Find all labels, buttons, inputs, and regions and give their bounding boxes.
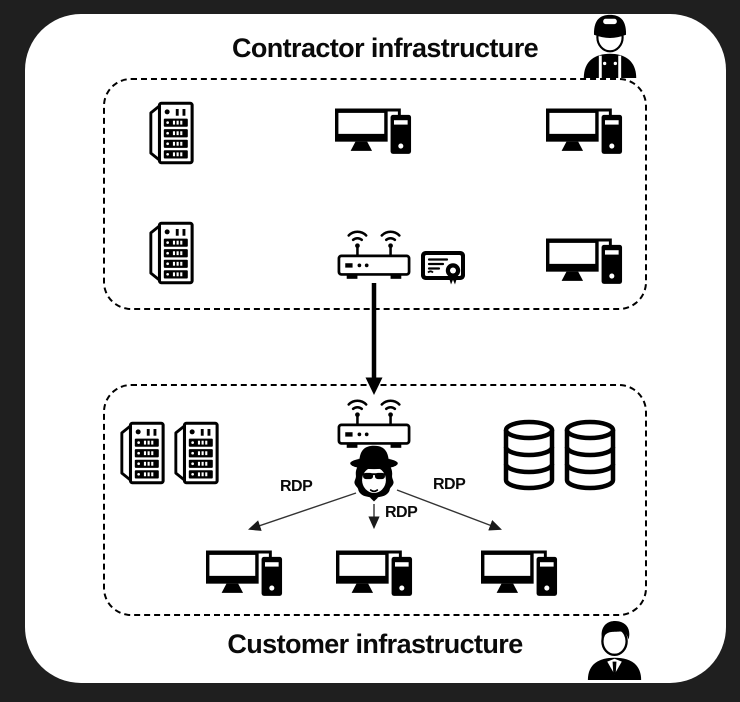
customer-businessman-icon	[584, 616, 646, 682]
workstation-icon	[546, 233, 624, 284]
wifi-router-icon	[336, 224, 412, 282]
server-rack-icon	[172, 420, 220, 486]
workstation-icon	[546, 103, 624, 154]
database-icon	[502, 419, 556, 491]
workstation-icon	[481, 545, 559, 596]
workstation-icon	[335, 103, 413, 154]
certificate-icon	[420, 250, 468, 285]
rdp-label: RDP	[280, 478, 313, 495]
contractor-zone-title: Contractor infrastructure	[231, 33, 539, 63]
rdp-label: RDP	[433, 476, 466, 493]
hacker-icon	[346, 441, 402, 502]
database-icon	[563, 419, 617, 491]
server-rack-icon	[147, 100, 195, 166]
server-rack-icon	[118, 420, 166, 486]
server-rack-icon	[147, 220, 195, 286]
workstation-icon	[206, 545, 284, 596]
workstation-icon	[336, 545, 414, 596]
contractor-worker-icon	[578, 12, 642, 78]
rdp-label: RDP	[385, 504, 418, 521]
customer-zone-title: Customer infrastructure	[227, 629, 523, 659]
